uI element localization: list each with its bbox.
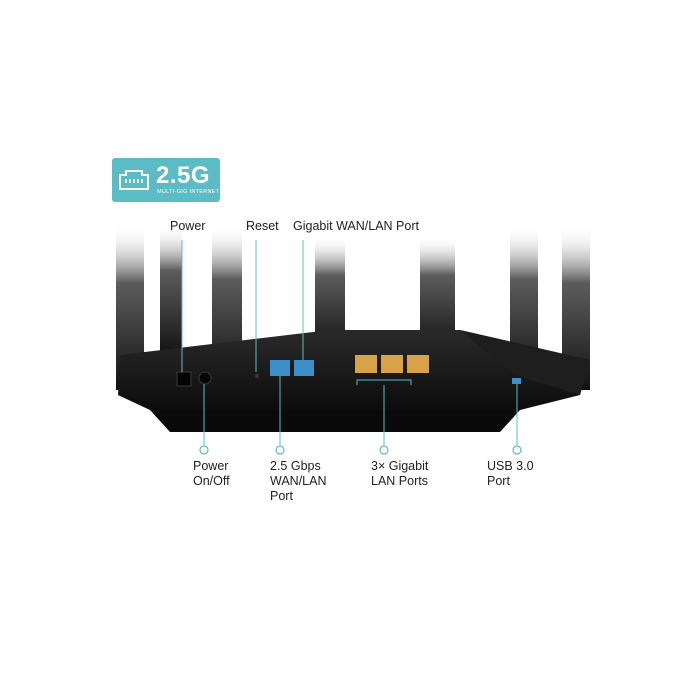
usb-label: USB 3.0 Port: [487, 459, 534, 488]
power-label: Power: [170, 219, 206, 233]
badge-subtitle: MULTI-GIG INTERNET: [157, 189, 220, 195]
wan-2-5-port: [270, 360, 290, 376]
callout-lines: [181, 240, 518, 445]
reset-button: [255, 374, 259, 378]
antenna-2: [160, 225, 182, 355]
lan-port-3: [407, 355, 429, 373]
gigabit-wan-lan-port: [294, 360, 314, 376]
usb-port: [512, 378, 521, 384]
badge-title: 2.5G: [156, 162, 211, 189]
lan-ports-label: 3× Gigabit LAN Ports: [371, 459, 429, 488]
power-jack: [176, 371, 192, 387]
ethernet-port-icon: [118, 167, 150, 196]
gigabit-wan-lan-label: Gigabit WAN/LAN Port: [293, 219, 419, 233]
callout-dots: [199, 445, 522, 455]
wan-2-5-label: 2.5 Gbps WAN/LAN Port: [270, 459, 327, 503]
lan-port-1: [355, 355, 377, 373]
multi-gig-badge: 2.5G MULTI-GIG INTERNET: [112, 158, 220, 202]
power-button: [198, 371, 212, 385]
router-body: [118, 330, 590, 432]
lan-port-2: [381, 355, 403, 373]
power-onoff-label: Power On/Off: [193, 459, 230, 488]
reset-label: Reset: [246, 219, 279, 233]
